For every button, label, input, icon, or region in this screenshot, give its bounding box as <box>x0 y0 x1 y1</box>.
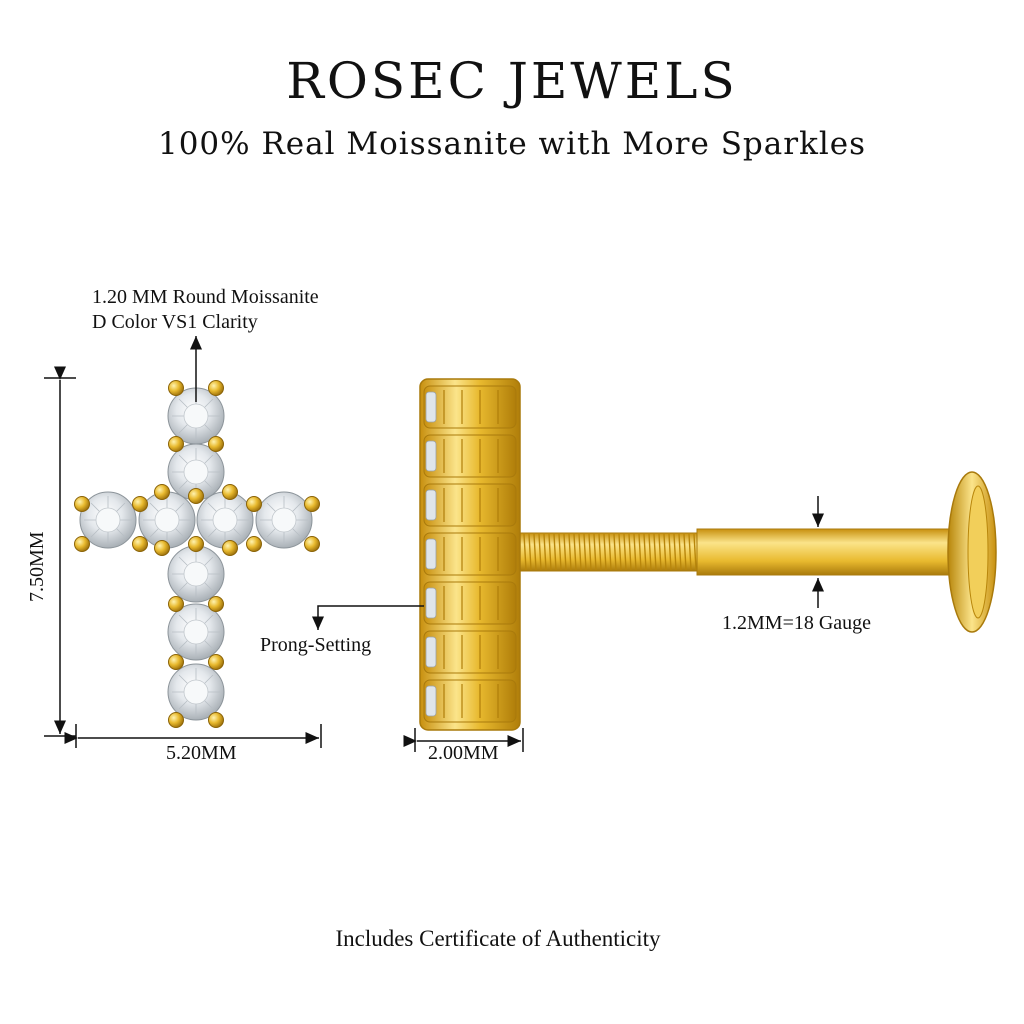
side-prong <box>423 679 517 723</box>
stone-size-label: 1.20 MM Round Moissanite <box>92 286 319 308</box>
dimension-width <box>64 724 322 748</box>
prong-bead <box>222 540 238 556</box>
brand-title: ROSEC JEWELS <box>286 52 738 110</box>
side-prong <box>423 630 517 674</box>
prong-bead <box>168 380 184 396</box>
moissanite-stone <box>167 663 225 721</box>
cross-side-profile <box>419 378 521 731</box>
prong-bead <box>208 436 224 452</box>
cross-earring-side-view <box>419 378 997 731</box>
side-prong <box>423 385 517 429</box>
dimension-depth <box>403 728 524 752</box>
prong-bead <box>132 496 148 512</box>
moissanite-stone <box>79 491 137 549</box>
prong-bead <box>188 536 204 552</box>
certificate-note: Includes Certificate of Authenticity <box>335 926 661 951</box>
prong-bead <box>208 380 224 396</box>
depth-label: 2.00MM <box>428 742 499 764</box>
side-prong <box>423 483 517 527</box>
width-label: 5.20MM <box>166 742 237 764</box>
stone-quality-label: D Color VS1 Clarity <box>92 311 258 333</box>
side-prong <box>423 581 517 625</box>
side-prong <box>423 532 517 576</box>
prong-setting-label: Prong-Setting <box>260 634 372 656</box>
prong-bead <box>168 596 184 612</box>
moissanite-stone <box>167 387 225 445</box>
prong-bead <box>168 654 184 670</box>
prong-bead <box>168 712 184 728</box>
height-label: 7.50MM <box>26 531 48 602</box>
moissanite-stone <box>138 491 196 549</box>
threaded-post <box>518 532 700 572</box>
moissanite-stone <box>255 491 313 549</box>
moissanite-stone <box>167 603 225 661</box>
gauge-label: 1.2MM=18 Gauge <box>722 612 872 634</box>
prong-bead <box>208 654 224 670</box>
prong-bead <box>132 536 148 552</box>
prong-bead <box>304 496 320 512</box>
prong-bead <box>74 496 90 512</box>
prong-bead <box>74 536 90 552</box>
brand-tagline: 100% Real Moissanite with More Sparkles <box>157 126 867 162</box>
prong-bead <box>188 488 204 504</box>
cross-earring-front-view <box>74 380 320 728</box>
side-prong <box>423 434 517 478</box>
prong-bead <box>154 484 170 500</box>
prong-bead <box>168 436 184 452</box>
prong-bead <box>154 540 170 556</box>
prong-bead <box>304 536 320 552</box>
moissanite-stone <box>167 545 225 603</box>
prong-bead <box>246 536 262 552</box>
prong-bead <box>208 596 224 612</box>
flat-back-disc <box>947 471 997 633</box>
prong-bead <box>246 496 262 512</box>
labret-post <box>696 528 970 576</box>
prong-bead <box>222 484 238 500</box>
moissanite-stone <box>196 491 254 549</box>
prong-bead <box>208 712 224 728</box>
prong-setting-leader <box>312 605 424 630</box>
